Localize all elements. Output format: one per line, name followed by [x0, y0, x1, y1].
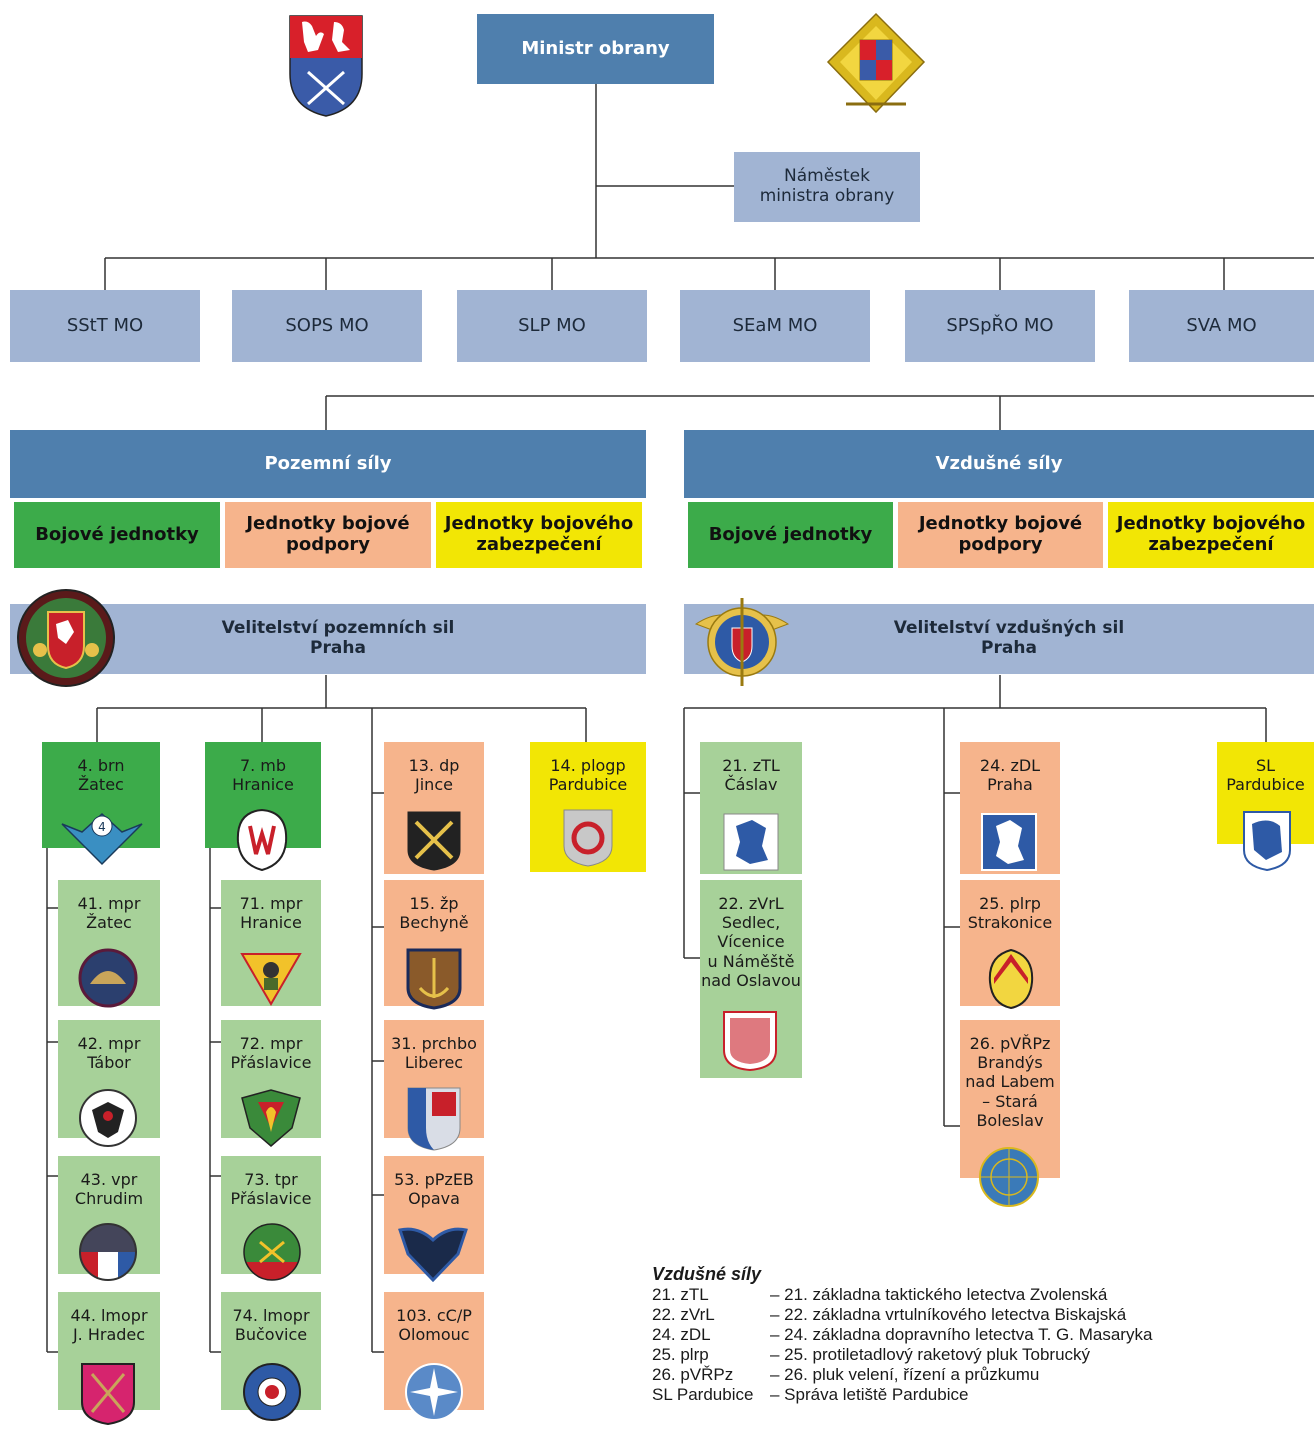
- regiment-71-emblem-icon: [240, 953, 302, 1006]
- legend-desc: – 26. pluk velení, řízení a průzkumu: [770, 1365, 1040, 1384]
- unit-label: 26. pVŘPz Brandýs nad Labem – Stará Bole…: [965, 1034, 1055, 1130]
- unit-13-dp: 13. dp Jince: [384, 742, 484, 874]
- legend-abbr: 26. pVŘPz: [652, 1365, 734, 1384]
- legend-abbr: 24. zDL: [652, 1325, 711, 1344]
- logistics-14-emblem-icon: [563, 809, 613, 867]
- army-badge-icon: [826, 12, 926, 114]
- regiment-43-emblem-icon: [79, 1223, 137, 1281]
- unit-label: SL Pardubice: [1226, 756, 1305, 795]
- unit-label: 4. brn Žatec: [77, 756, 125, 795]
- legend-row: 25. plrp – 25. protiletadlový raketový p…: [652, 1345, 1152, 1365]
- air-combat-units: Bojové jednotky: [688, 502, 893, 568]
- cbrn-31-emblem-icon: [407, 1087, 461, 1151]
- unit-label: 7. mb Hranice: [232, 756, 294, 795]
- legend-row: 22. zVrL – 22. základna vrtulníkového le…: [652, 1305, 1152, 1325]
- base-22-emblem-icon: [723, 1011, 777, 1072]
- ew-53-emblem-icon: [398, 1227, 468, 1282]
- legend-desc: – 25. protiletadlový raketový pluk Tobru…: [770, 1345, 1091, 1364]
- unit-label: 71. mpr Hranice: [239, 894, 303, 933]
- legend-desc: – 22. základna vrtulníkového letectva Bi…: [770, 1305, 1127, 1324]
- engineer-15-emblem-icon: [406, 948, 462, 1010]
- legend-title: Vzdušné síly: [652, 1264, 762, 1284]
- section-box: SVA MO: [1129, 290, 1314, 362]
- unit-label: 74. lmopr Bučovice: [232, 1306, 310, 1345]
- unit-24-zdl: 24. zDL Praha: [960, 742, 1060, 874]
- legend-desc: – 24. základna dopravního letectva T. G.…: [770, 1325, 1153, 1344]
- regiment-42-emblem-icon: [79, 1089, 137, 1147]
- unit-label: 44. lmopr J. Hradec: [70, 1306, 148, 1345]
- unit-label: 41. mpr Žatec: [77, 894, 141, 933]
- unit-label: 15. žp Bechyně: [399, 894, 469, 933]
- legend: Vzdušné síly 21. zTL – 21. základna takt…: [652, 1264, 1152, 1405]
- deputy-minister-box: Náměstek ministra obrany: [734, 152, 920, 222]
- air-combat-service-units: Jednotky bojového zabezpečení: [1108, 502, 1314, 568]
- ground-command-box: Velitelství pozemních sil Praha: [10, 604, 646, 674]
- legend-desc: – Správa letiště Pardubice: [770, 1385, 969, 1404]
- air-command-box: Velitelství vzdušných sil Praha: [684, 604, 1314, 674]
- legend-row: 24. zDL – 24. základna dopravního letect…: [652, 1325, 1152, 1345]
- section-box: SOPS MO: [232, 290, 422, 362]
- section-box: SStT MO: [10, 290, 200, 362]
- base-21-emblem-icon: [723, 813, 779, 871]
- regiment-73-emblem-icon: [243, 1223, 301, 1281]
- regiment-26-emblem-icon: [979, 1147, 1039, 1207]
- brigade-4-emblem-icon: 4: [61, 812, 143, 866]
- unit-label: 73. tpr Přáslavice: [230, 1170, 312, 1209]
- unit-label: 42. mpr Tábor: [77, 1034, 141, 1073]
- unit-label: 31. prchbo Liberec: [391, 1034, 477, 1073]
- unit-label: 43. vpr Chrudim: [74, 1170, 144, 1209]
- svg-text:4: 4: [98, 820, 106, 834]
- unit-label: 13. dp Jince: [408, 756, 460, 795]
- legend-abbr: SL Pardubice: [652, 1385, 754, 1404]
- air-forces-header: Vzdušné síly: [684, 430, 1314, 498]
- legend-desc: – 21. základna taktického letectva Zvole…: [770, 1285, 1108, 1304]
- ground-combat-service-units: Jednotky bojového zabezpečení: [436, 502, 642, 568]
- base-24-emblem-icon: [981, 813, 1037, 871]
- regiment-41-emblem-icon: [78, 948, 138, 1008]
- legend-abbr: 21. zTL: [652, 1285, 709, 1304]
- unit-label: 103. cC/P Olomouc: [396, 1306, 472, 1345]
- legend-row: SL Pardubice – Správa letiště Pardubice: [652, 1385, 1152, 1405]
- regiment-44-emblem-icon: [81, 1363, 135, 1426]
- ground-forces-emblem-icon: [17, 589, 115, 687]
- airport-pardubice-emblem-icon: [1243, 811, 1291, 872]
- ground-combat-support-units: Jednotky bojové podpory: [225, 502, 431, 568]
- cimic-103-emblem-icon: [405, 1363, 463, 1421]
- artillery-13-emblem-icon: [407, 811, 461, 871]
- ministry-coat-of-arms-icon: [289, 15, 363, 117]
- unit-label: 24. zDL Praha: [979, 756, 1041, 795]
- unit-label: 53. pPzEB Opava: [394, 1170, 474, 1209]
- minister-box: Ministr obrany: [477, 14, 714, 84]
- section-box: SPSpŘO MO: [905, 290, 1095, 362]
- regiment-25-emblem-icon: [988, 948, 1034, 1010]
- unit-label: 72. mpr Přáslavice: [230, 1034, 312, 1073]
- unit-label: 22. zVrL Sedlec, Vícenice u Náměště nad …: [701, 894, 801, 990]
- ground-forces-header: Pozemní síly: [10, 430, 646, 498]
- ground-combat-units: Bojové jednotky: [14, 502, 220, 568]
- legend-abbr: 25. plrp: [652, 1345, 709, 1364]
- unit-label: 25. plrp Strakonice: [967, 894, 1053, 933]
- legend-abbr: 22. zVrL: [652, 1305, 715, 1324]
- legend-row: 21. zTL – 21. základna taktického letect…: [652, 1285, 1152, 1305]
- brigade-7-emblem-icon: [236, 808, 288, 872]
- section-box: SEaM MO: [680, 290, 870, 362]
- air-forces-emblem-icon: [694, 598, 790, 686]
- regiment-72-emblem-icon: [241, 1089, 301, 1147]
- air-combat-support-units: Jednotky bojové podpory: [898, 502, 1103, 568]
- legend-row: 26. pVŘPz – 26. pluk velení, řízení a pr…: [652, 1365, 1152, 1385]
- section-box: SLP MO: [457, 290, 647, 362]
- unit-label: 21. zTL Čáslav: [722, 756, 780, 795]
- regiment-74-emblem-icon: [243, 1363, 301, 1421]
- unit-label: 14. plogp Pardubice: [548, 756, 628, 795]
